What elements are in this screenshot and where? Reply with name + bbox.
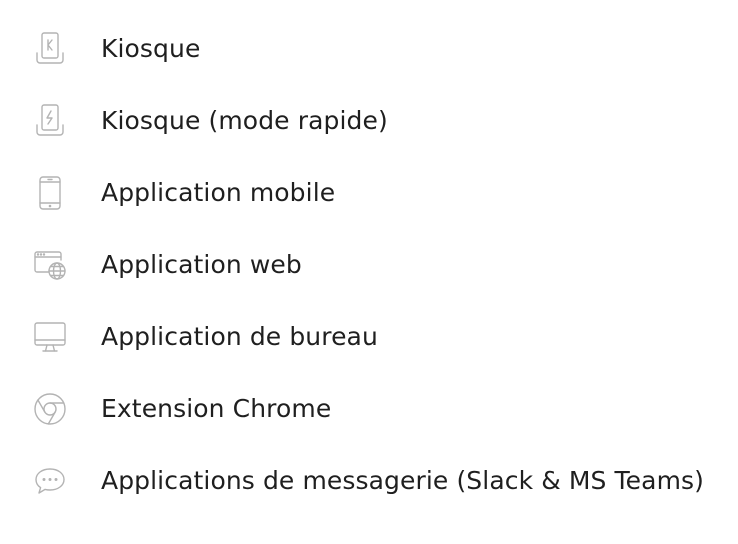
desktop-monitor-icon bbox=[33, 319, 67, 355]
kiosk-fast-icon bbox=[33, 103, 67, 139]
kiosk-icon bbox=[33, 31, 67, 67]
list-item-label: Kiosque (mode rapide) bbox=[101, 106, 388, 135]
list-item-messaging-apps[interactable]: Applications de messagerie (Slack & MS T… bbox=[0, 445, 738, 517]
integration-list: Kiosque Kiosque (mode rapide) Applicatio… bbox=[0, 13, 738, 517]
list-item-mobile-app[interactable]: Application mobile bbox=[0, 157, 738, 229]
list-item-desktop-app[interactable]: Application de bureau bbox=[0, 301, 738, 373]
list-item-label: Extension Chrome bbox=[101, 394, 332, 423]
list-item-label: Application de bureau bbox=[101, 322, 378, 351]
chrome-icon bbox=[33, 391, 67, 427]
web-browser-globe-icon bbox=[33, 247, 67, 283]
list-item-label: Kiosque bbox=[101, 34, 201, 63]
chat-bubble-icon bbox=[33, 463, 67, 499]
list-item-label: Application mobile bbox=[101, 178, 336, 207]
list-item-kiosk[interactable]: Kiosque bbox=[0, 13, 738, 85]
list-item-label: Applications de messagerie (Slack & MS T… bbox=[101, 466, 704, 495]
mobile-phone-icon bbox=[33, 175, 67, 211]
list-item-kiosk-fast[interactable]: Kiosque (mode rapide) bbox=[0, 85, 738, 157]
list-item-web-app[interactable]: Application web bbox=[0, 229, 738, 301]
list-item-label: Application web bbox=[101, 250, 302, 279]
list-item-chrome-extension[interactable]: Extension Chrome bbox=[0, 373, 738, 445]
